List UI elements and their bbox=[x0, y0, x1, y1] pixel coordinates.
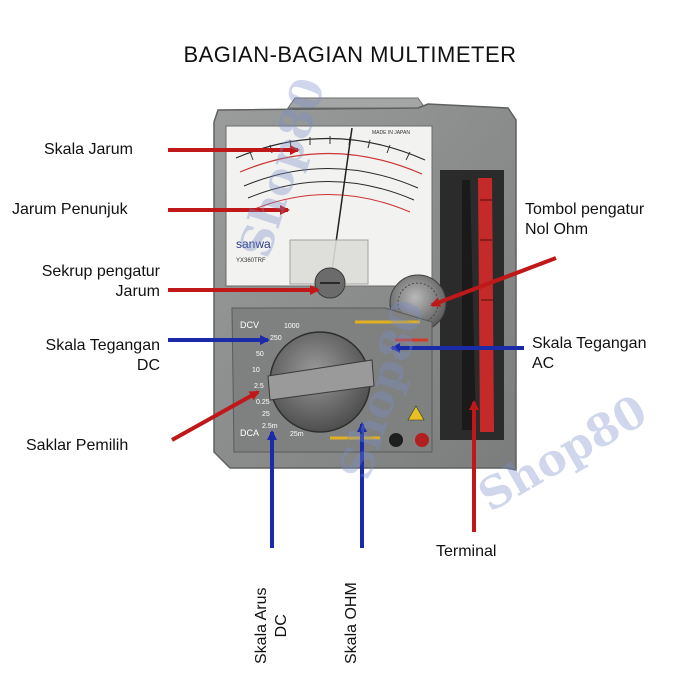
svg-text:250: 250 bbox=[270, 335, 282, 342]
label-arus-dc: Skala Arus DC bbox=[252, 588, 292, 664]
svg-text:50: 50 bbox=[256, 351, 264, 358]
label-skala-ac: Skala Tegangan AC bbox=[532, 334, 646, 374]
label-skala-jarum: Skala Jarum bbox=[44, 140, 133, 160]
label-terminal: Terminal bbox=[436, 542, 496, 562]
label-jarum-penunjuk: Jarum Penunjuk bbox=[12, 200, 128, 220]
svg-text:1000: 1000 bbox=[284, 323, 300, 330]
svg-text:0.25: 0.25 bbox=[256, 399, 270, 406]
label-skala-dc: Skala Tegangan DC bbox=[0, 336, 160, 376]
svg-text:2.5m: 2.5m bbox=[262, 423, 278, 430]
label-sekrup: Sekrup pengatur Jarum bbox=[0, 262, 160, 302]
svg-text:10: 10 bbox=[252, 367, 260, 374]
svg-text:25: 25 bbox=[262, 411, 270, 418]
model-text: YX360TRF bbox=[236, 258, 266, 264]
label-saklar: Saklar Pemilih bbox=[26, 436, 128, 456]
label-tombol: Tombol pengatur Nol Ohm bbox=[525, 200, 644, 240]
label-ohm: Skala OHM bbox=[342, 582, 362, 664]
svg-text:25m: 25m bbox=[290, 431, 304, 438]
svg-text:DCA: DCA bbox=[240, 428, 259, 438]
svg-text:DCV: DCV bbox=[240, 320, 259, 330]
red-probe bbox=[478, 178, 494, 432]
svg-text:2.5: 2.5 bbox=[254, 383, 264, 390]
made-in-text: MADE IN JAPAN bbox=[372, 130, 410, 136]
